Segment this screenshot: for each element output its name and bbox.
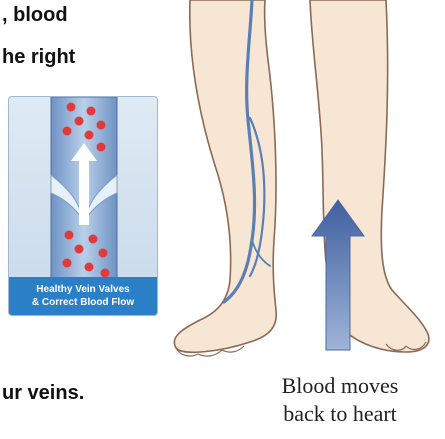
vein-valve-card: Healthy Vein Valves & Correct Blood Flow bbox=[8, 96, 158, 316]
text-fragment-line-2: he right bbox=[2, 44, 75, 70]
valve-caption: Healthy Vein Valves & Correct Blood Flow bbox=[9, 277, 157, 315]
valve-caption-line-2: & Correct Blood Flow bbox=[9, 296, 157, 309]
blood-flow-caption-line-2: back to heart bbox=[240, 400, 440, 428]
blood-flow-caption-line-1: Blood moves bbox=[240, 372, 440, 400]
text-fragment-line-1: , blood bbox=[2, 2, 68, 28]
legs-with-vein-illustration-icon bbox=[160, 0, 445, 370]
blood-flow-caption: Blood moves back to heart bbox=[240, 372, 440, 428]
text-fragment-line-3: ur veins. bbox=[2, 380, 84, 406]
valve-caption-line-1: Healthy Vein Valves bbox=[9, 283, 157, 296]
vein-valve-illustration-icon bbox=[9, 97, 158, 279]
